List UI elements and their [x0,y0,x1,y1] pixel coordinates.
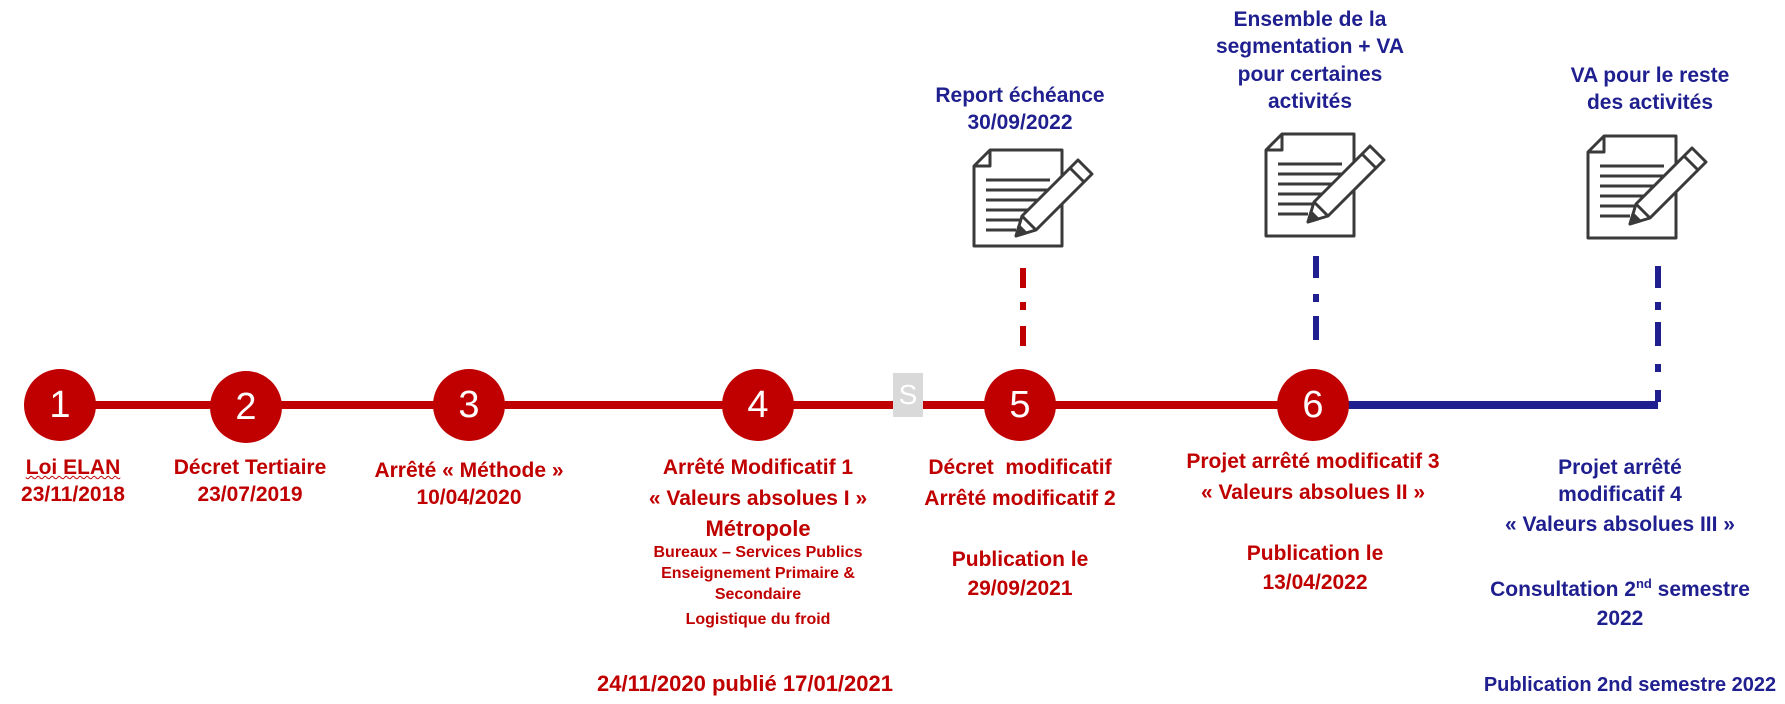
milestone-6-number: 6 [1302,383,1324,426]
future-publication: Publication 2nd semestre 2022 [1483,674,1777,696]
milestone-3-circle: 3 [433,369,505,441]
future-title-line1: Projet arrêté [1558,456,1682,479]
milestone-6-label: Projet arrêté modificatif 3 « Valeurs ab… [1170,448,1456,507]
callout-3-line2: des activités [1586,91,1714,115]
milestone-5-publication-line1: Publication le [951,548,1089,571]
callout-1-line2: 30/09/2022 [967,111,1073,135]
timeline-red-segment [60,401,1318,409]
callout-segmentation: Ensemble de la segmentation + VA pour ce… [1190,6,1430,115]
consultation-year: 2022 [1596,607,1644,631]
timeline-blue-segment [1318,401,1658,409]
document-pencil-icon [1586,134,1708,240]
milestone-5-title: Décret modificatif [928,456,1112,479]
milestone-1-label: Loi ELAN 23/11/2018 [8,454,138,509]
document-pencil-icon [972,148,1094,248]
callout-report-echeance: Report échéance 30/09/2022 [910,82,1130,137]
milestone-4-date: 24/11/2020 publié 17/01/2021 [596,671,893,696]
consultation-prefix: Consultation 2 [1490,578,1636,601]
future-title-line2: modificatif 4 [1558,483,1682,507]
callout-1-line1: Report échéance [935,84,1105,107]
milestone-6-publication-line1: Publication le [1246,542,1384,565]
milestone-6-circle: 6 [1277,369,1349,441]
milestone-1-number: 1 [49,383,71,426]
consultation-suffix: semestre [1651,578,1750,601]
consultation-sup: nd [1635,576,1652,591]
milestone-2-label: Décret Tertiaire 23/07/2019 [160,454,340,509]
callout-2-line4: activités [1267,89,1353,113]
future-consultation: Consultation 2nd semestre 2022 [1470,576,1770,633]
milestone-5-publication: Publication le 29/09/2021 [915,546,1125,603]
callout-va-reste: VA pour le reste des activités [1530,62,1770,117]
milestone-4-detail-3: Secondaire [714,585,802,603]
milestone-6-publication: Publication le 13/04/2022 [1220,540,1410,597]
milestone-4-detail-2: Enseignement Primaire & [661,564,855,582]
milestone-4-detail-4: Logistique du froid [685,610,831,628]
milestone-3-title: Arrêté « Méthode » [374,459,564,482]
milestone-4-detail-1: Bureaux – Services Publics [653,544,863,562]
milestone-5-circle: 5 [984,369,1056,441]
milestone-2-title: Décret Tertiaire [173,456,327,479]
milestone-5-number: 5 [1009,383,1031,426]
callout-2-line1: Ensemble de la [1233,8,1387,31]
milestone-3-number: 3 [458,383,480,426]
document-pencil-icon [1264,132,1386,238]
milestone-4-label: Arrêté Modificatif 1 « Valeurs absolues … [620,454,896,630]
milestone-1-circle: 1 [24,369,96,441]
milestone-1-date: 23/11/2018 [21,483,125,507]
milestone-5-subtitle: Arrêté modificatif 2 [924,487,1116,511]
future-milestone-label: Projet arrêté modificatif 4 « Valeurs ab… [1470,454,1770,538]
milestone-6-subtitle: « Valeurs absolues II » [1200,481,1426,505]
milestone-4-region: Métropole [705,515,811,541]
milestone-5-label: Décret modificatif Arrêté modificatif 2 [915,454,1125,513]
milestone-2-date: 23/07/2019 [197,483,303,507]
milestone-5-publication-date: 29/09/2021 [967,577,1073,601]
milestone-6-publication-date: 13/04/2022 [1262,571,1368,595]
milestone-6-title: Projet arrêté modificatif 3 [1186,450,1440,473]
callout-2-line3: pour certaines [1237,62,1383,86]
milestone-2-number: 2 [235,385,257,428]
future-title-line3: « Valeurs absolues III » [1505,512,1735,536]
milestone-2-circle: 2 [210,371,282,443]
milestone-4-circle: 4 [722,369,794,441]
watermark: S [893,373,923,417]
milestone-4-title: Arrêté Modificatif 1 [662,456,854,479]
milestone-4-number: 4 [747,383,769,426]
callout-3-line1: VA pour le reste [1570,64,1730,87]
milestone-3-label: Arrêté « Méthode » 10/04/2020 [360,457,578,512]
callout-2-line2: segmentation + VA [1215,35,1405,59]
milestone-1-title: Loi ELAN [25,456,121,479]
milestone-4-subtitle: « Valeurs absolues I » [648,487,868,511]
milestone-3-date: 10/04/2020 [416,486,522,510]
